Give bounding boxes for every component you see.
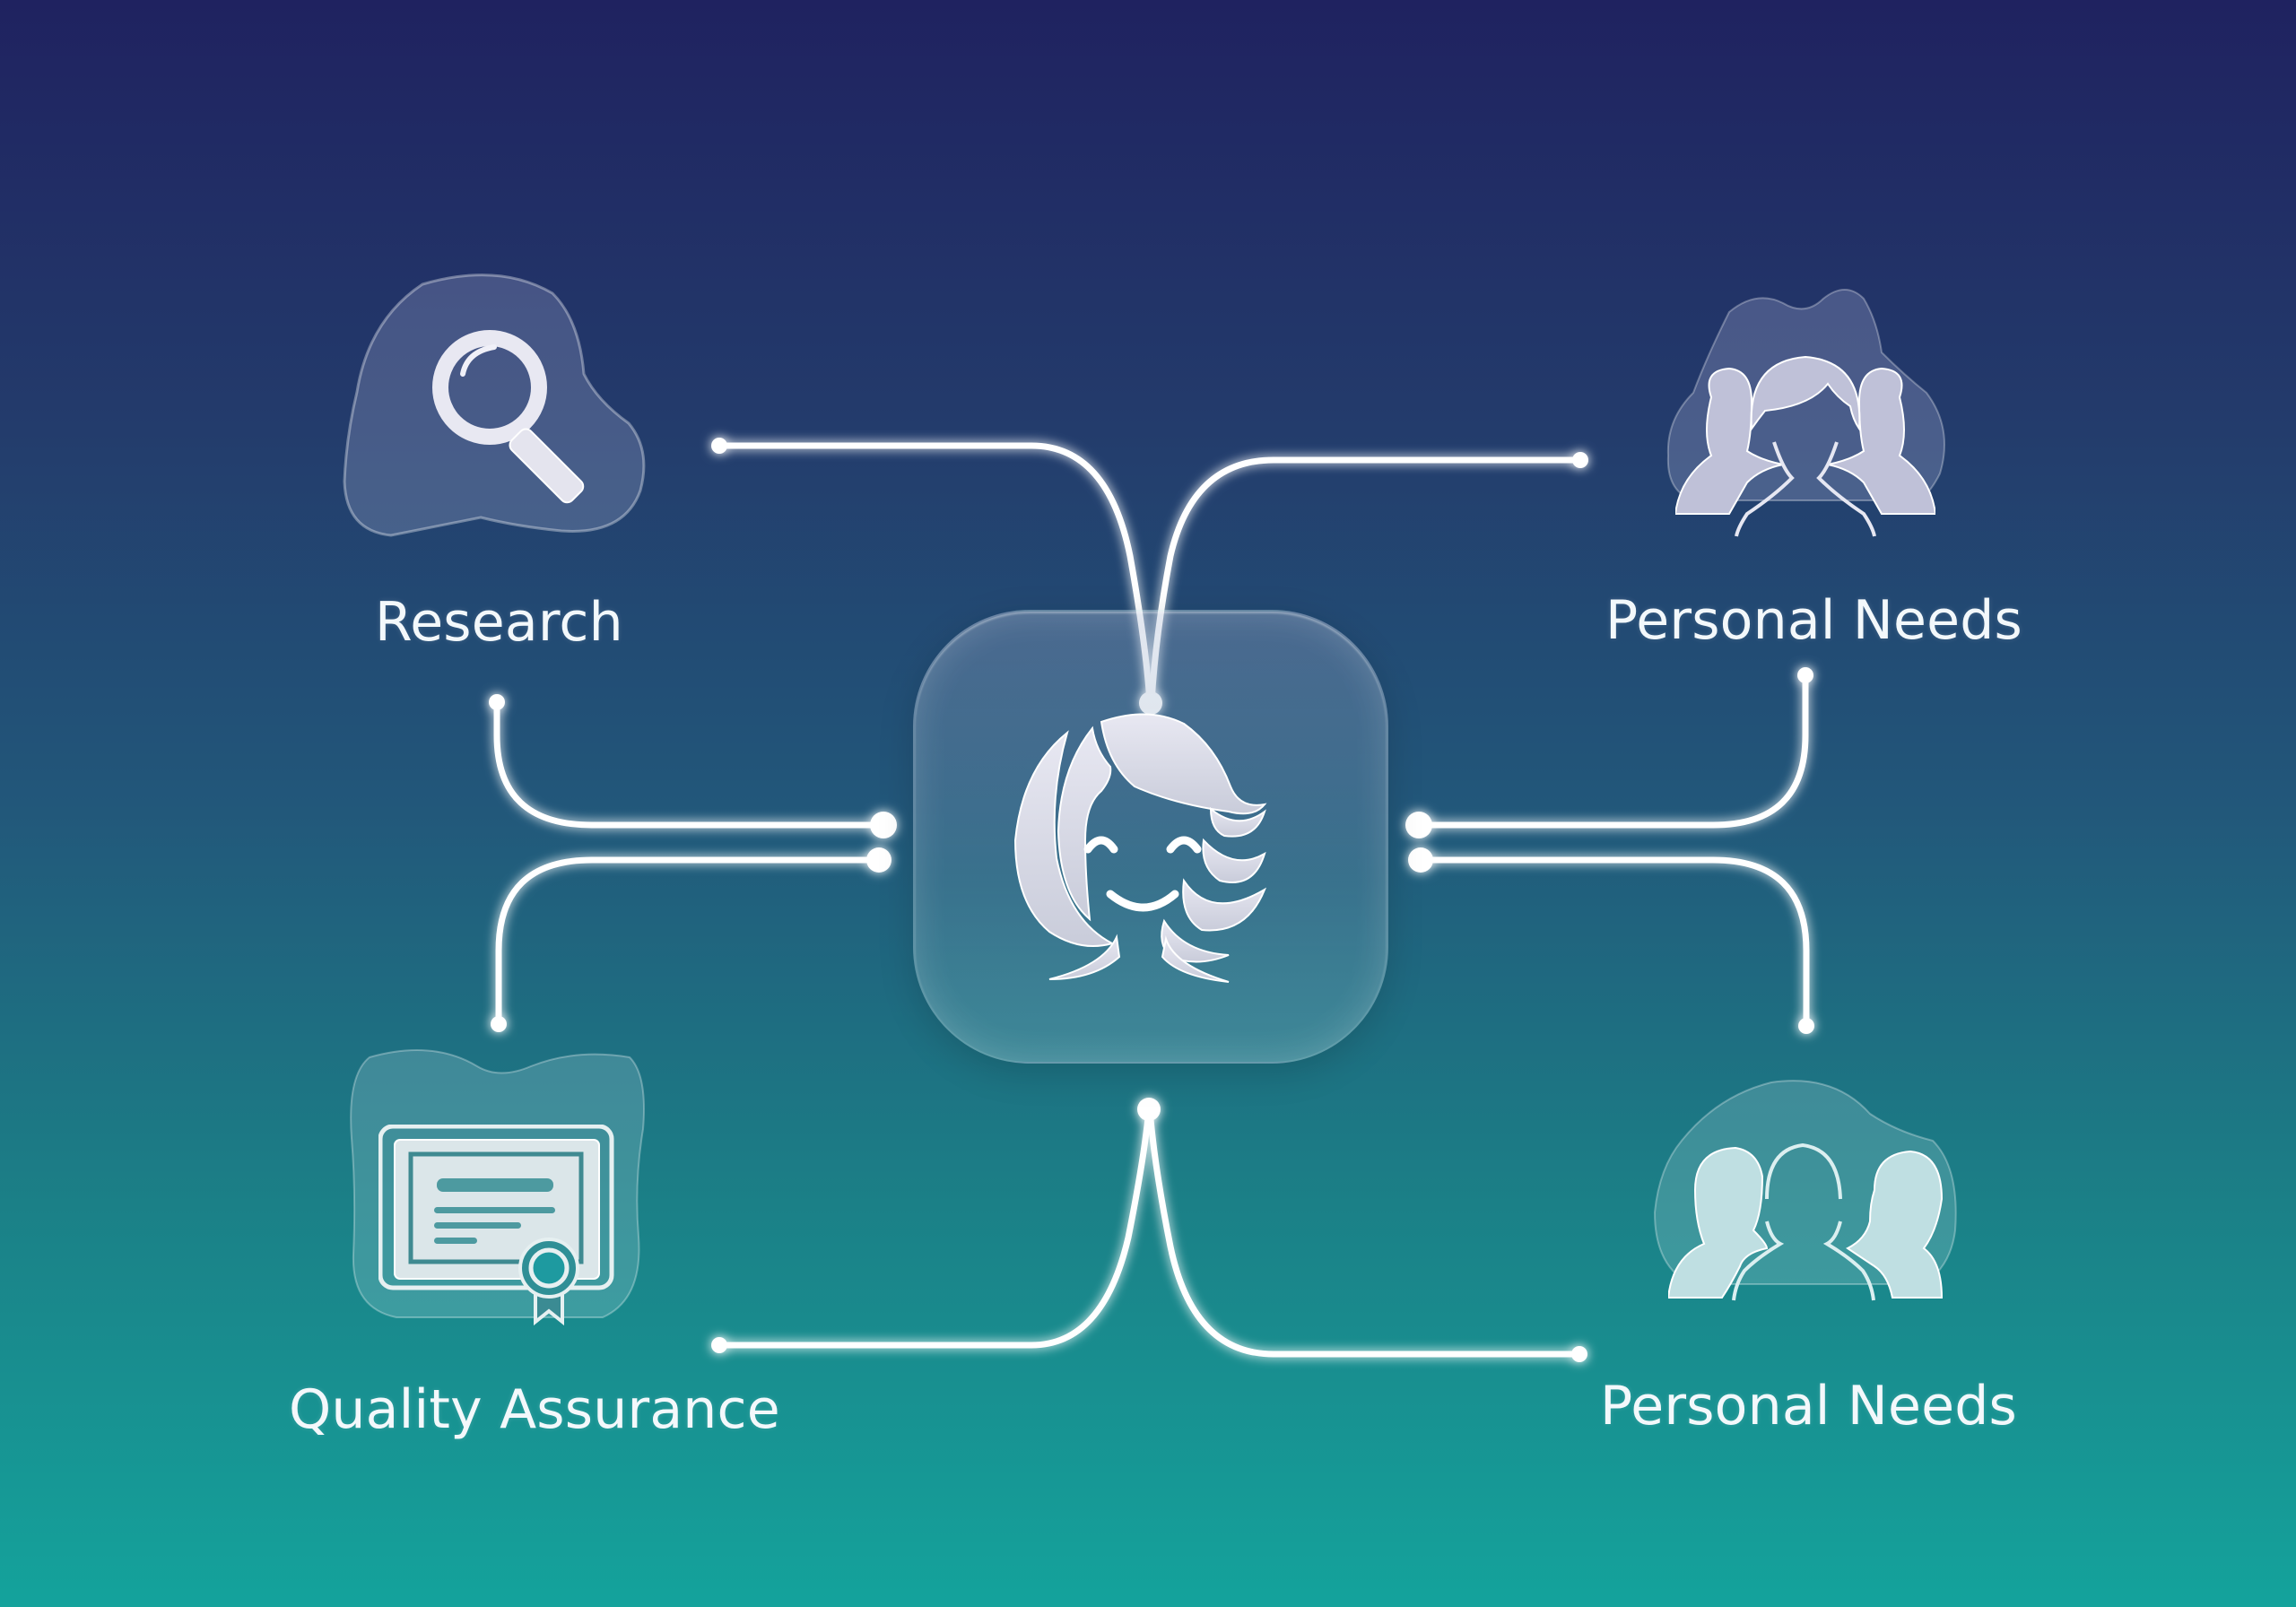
group-of-women-icon	[1675, 355, 1935, 537]
smiling-woman-face-icon	[1013, 713, 1267, 983]
connector-right-lower	[1417, 856, 1810, 1029]
connector-dot	[1137, 1098, 1161, 1121]
node-label-quality-assurance: Quality Assurance	[289, 1378, 780, 1441]
connector-dot	[711, 1337, 727, 1353]
magnifying-glass-icon	[432, 330, 585, 504]
node-research[interactable]	[337, 266, 653, 544]
node-label-personal-needs-bottom: Personal Needs	[1600, 1375, 2017, 1438]
connector-dot	[1797, 667, 1813, 683]
connector-dot	[489, 694, 505, 710]
connector-bottom-right	[1146, 1106, 1583, 1358]
connector-dot	[711, 438, 727, 454]
node-quality-assurance[interactable]	[343, 1039, 649, 1326]
center-node[interactable]	[913, 610, 1388, 1064]
connector-dot	[1572, 452, 1588, 468]
connector-left-upper	[493, 699, 887, 829]
connector-left-lower	[495, 856, 883, 1028]
connector-top-left	[716, 442, 1153, 707]
connector-dot	[1139, 691, 1162, 715]
connector-dot	[491, 1016, 507, 1032]
connector-dot	[866, 847, 891, 873]
connector-dot	[1571, 1346, 1587, 1362]
group-of-people-icon	[1668, 1142, 1944, 1301]
certificate-icon	[378, 1125, 614, 1326]
node-label-personal-needs-top: Personal Needs	[1605, 589, 2022, 652]
connector-dot	[870, 812, 897, 838]
connector-dot	[1405, 812, 1432, 838]
node-personal-needs-bottom[interactable]	[1646, 1069, 1964, 1302]
node-label-research: Research	[375, 591, 623, 654]
connector-dot	[1408, 847, 1433, 873]
connector-top-right	[1148, 456, 1584, 707]
connector-dot	[1798, 1018, 1814, 1034]
connector-right-upper	[1415, 672, 1809, 829]
connector-bottom-left	[716, 1106, 1152, 1349]
node-personal-needs-top[interactable]	[1657, 285, 1950, 541]
